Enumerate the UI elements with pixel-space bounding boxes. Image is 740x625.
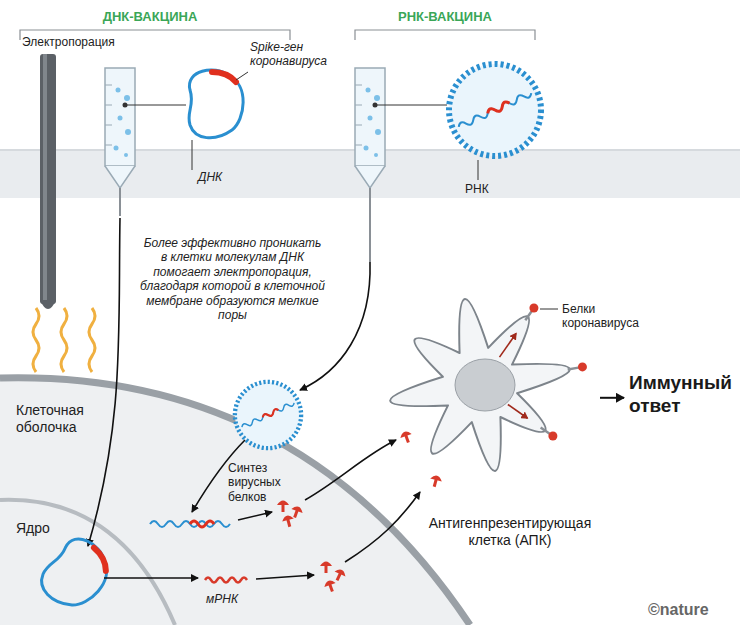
node-text: Антигенпрезентирующая клетка (АПК)	[425, 515, 595, 549]
watermark: ©nature	[648, 600, 734, 619]
protein-stem	[568, 368, 579, 370]
note-text: Более эффективно проникать в клетки моле…	[140, 236, 325, 322]
tool-label: Электропорация	[22, 35, 132, 49]
protein-head	[578, 362, 587, 371]
part-label: Белки коронавируса	[562, 302, 654, 331]
protein-head	[529, 303, 538, 312]
part-label: Spike-ген коронавируса	[250, 40, 345, 69]
section-header: РНК-ВАКЦИНА	[380, 9, 510, 25]
part-label: Клеточная оболочка	[16, 402, 108, 436]
process-label: Синтез вирусных белков	[228, 461, 290, 504]
transport-arrow	[500, 333, 517, 357]
protein-head	[548, 432, 557, 441]
protein-stem	[525, 311, 531, 320]
part-label: ДНК	[198, 170, 238, 184]
cell-outline	[390, 299, 570, 471]
cell-nucleus	[455, 359, 515, 411]
cell-node: Антигенпрезентирующая клетка (АПК)	[380, 290, 600, 560]
transport-arrow	[508, 405, 528, 419]
result-node: Иммунный ответ	[625, 372, 737, 424]
part-label: мРНК	[206, 592, 256, 606]
node-text: Иммунный ответ	[629, 372, 735, 418]
part-label: Ядро	[16, 520, 66, 537]
part-label: РНК	[465, 182, 505, 196]
section-header: ДНК-ВАКЦИНА	[85, 9, 215, 25]
flow-arrow	[600, 397, 624, 399]
protein-stem	[541, 427, 550, 433]
